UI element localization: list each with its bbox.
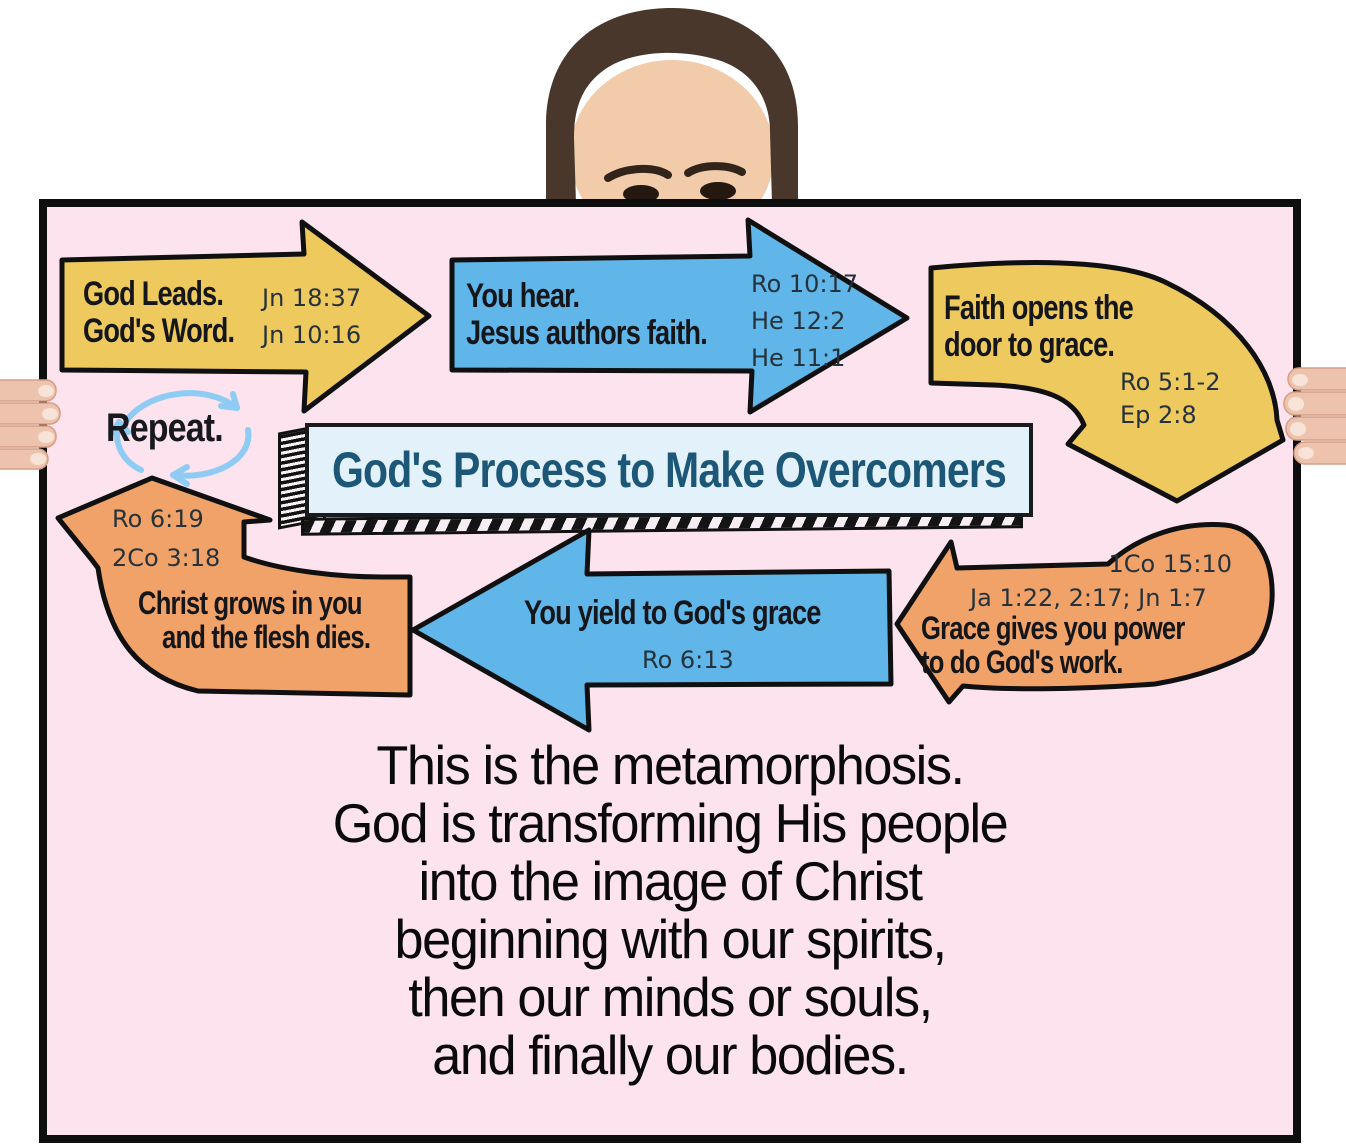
scripture-ref: Ro 10:17 [751, 270, 859, 298]
label-line: Grace gives you power [921, 610, 1185, 646]
label-faith-opens-door: Faith opens the door to grace. [944, 289, 1134, 364]
label-christ-grows-2: and the flesh dies. [162, 619, 371, 655]
label-you-yield: You yield to God's grace [524, 595, 821, 632]
man-head [546, 8, 798, 204]
scripture-ref: Jn 10:16 [262, 321, 362, 349]
label-line: God Leads. [83, 275, 224, 313]
man-face [570, 60, 774, 204]
label-line: Faith opens the [944, 289, 1134, 327]
repeat-label: Repeat. [106, 406, 224, 450]
right-eye [700, 182, 736, 200]
scripture-ref: Ja 1:22, 2:17; Jn 1:7 [970, 584, 1207, 612]
refs-grace-power-1: 1Co 15:10 [1050, 546, 1232, 583]
scripture-ref: Ro 6:19 [112, 505, 204, 533]
poster-title: God's Process to Make Overcomers [332, 442, 1007, 498]
label-line: Jesus authors faith. [466, 314, 708, 352]
right-hand [1283, 367, 1346, 465]
refs-you-hear: Ro 10:17 He 12:2 He 11:1 [751, 266, 858, 377]
right-eyebrow [684, 162, 746, 177]
label-line: and the flesh dies. [162, 619, 371, 655]
left-eyebrow [604, 164, 672, 182]
repeat-cycle-icon [108, 390, 252, 487]
label-line: God's Word. [83, 312, 235, 350]
label-line: Christ grows in you [138, 585, 363, 621]
label-you-hear: You hear. Jesus authors faith. [466, 277, 708, 352]
footer-text: This is the metamorphosis. God is transf… [78, 736, 1262, 1084]
refs-god-leads: Jn 18:37 Jn 10:16 [262, 280, 361, 354]
footer-line: beginning with our spirits, [394, 908, 947, 970]
footer-line: This is the metamorphosis. [376, 734, 965, 796]
footer-line: and finally our bodies. [432, 1024, 909, 1086]
scripture-ref: 1Co 15:10 [1108, 550, 1232, 578]
scripture-ref: Ro 5:1-2 [1120, 368, 1221, 396]
label-christ-grows-1: Christ grows in you [138, 585, 363, 621]
label-line: to do God's work. [921, 644, 1123, 680]
scripture-ref: 2Co 3:18 [112, 544, 221, 572]
scripture-ref: He 12:2 [751, 307, 846, 335]
refs-faith-opens-door: Ro 5:1-2 Ep 2:8 [1120, 366, 1220, 432]
footer-line: God is transforming His people [332, 792, 1009, 854]
left-hand [0, 379, 61, 470]
refs-you-yield: Ro 6:13 [642, 642, 734, 679]
scripture-ref: Jn 18:37 [262, 284, 362, 312]
label-god-leads: God Leads. God's Word. [83, 275, 235, 350]
arrow-you-hear [449, 217, 910, 415]
arrow-grace-gives-power [894, 522, 1275, 705]
left-eye [623, 185, 659, 203]
arrow-christ-grows [55, 475, 413, 698]
title-banner: God's Process to Make Overcomers [305, 423, 1033, 517]
arrow-faith-opens-door [928, 260, 1286, 504]
arrow-god-leads [59, 219, 432, 414]
label-line: You yield to God's grace [524, 594, 821, 632]
scripture-ref: He 11:1 [751, 344, 846, 372]
footer-line: then our minds or souls, [408, 966, 933, 1028]
scripture-ref: Ep 2:8 [1120, 401, 1197, 429]
refs-grace-power-2: Ja 1:22, 2:17; Jn 1:7 [970, 580, 1207, 617]
label-line: You hear. [466, 277, 580, 315]
refs-christ-grows: Ro 6:19 2Co 3:18 [112, 500, 220, 578]
label-grace-gives-power: Grace gives you power to do God's work. [921, 610, 1185, 680]
man-hair [546, 8, 798, 204]
scripture-ref: Ro 6:13 [642, 646, 734, 674]
footer-line: into the image of Christ [418, 850, 923, 912]
label-line: door to grace. [944, 326, 1115, 364]
arrow-you-yield [410, 527, 894, 733]
